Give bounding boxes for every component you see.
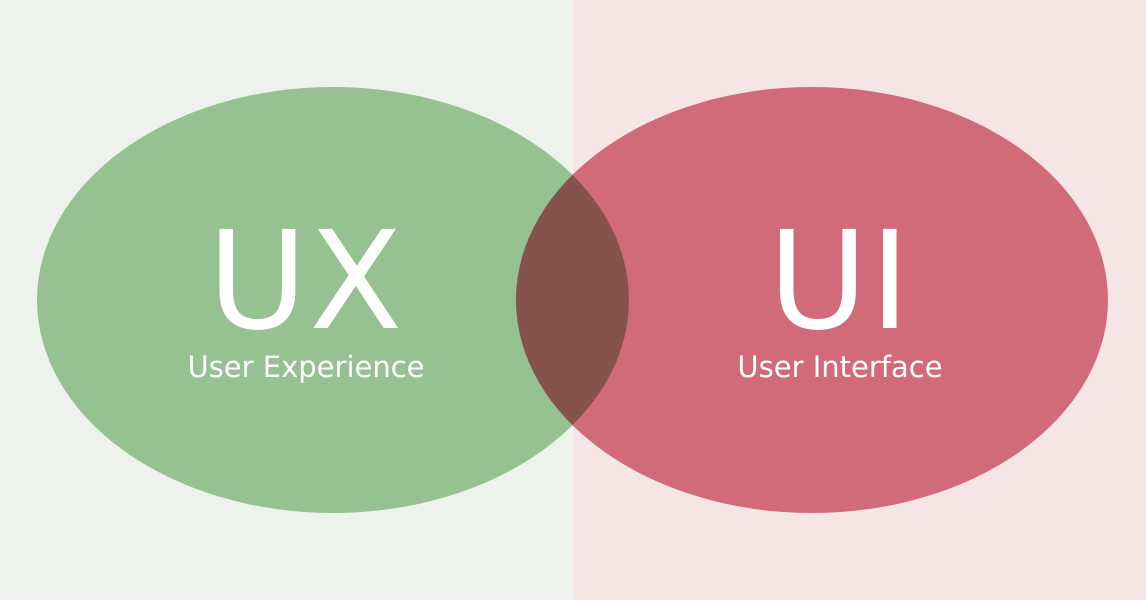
ux-circle [37, 87, 629, 513]
ux-subtitle: User Experience [187, 350, 425, 384]
ui-circle [516, 87, 1108, 513]
ui-subtitle: User Interface [737, 350, 943, 384]
ux-title: UX [207, 203, 405, 361]
ui-title: UI [768, 203, 912, 361]
